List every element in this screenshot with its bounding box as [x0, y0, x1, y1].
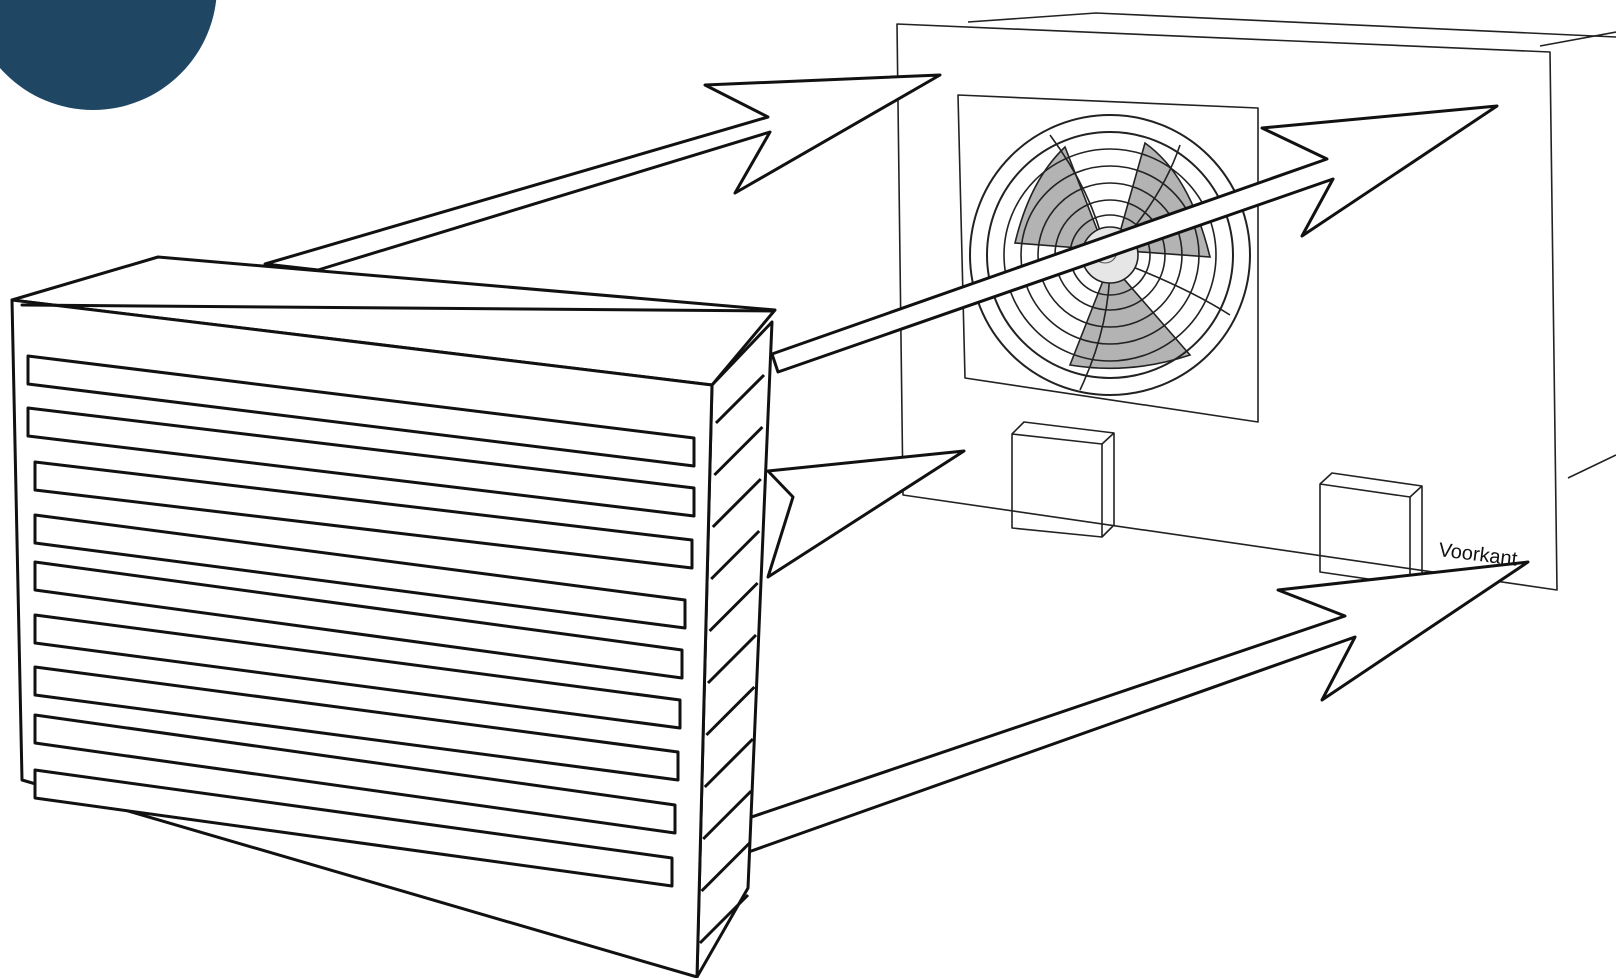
louvre-slat [26, 354, 696, 468]
side-louvre-slat [714, 373, 766, 425]
louvre-slat [33, 560, 684, 680]
louvre-slat [26, 406, 696, 518]
side-louvre-slat [698, 893, 750, 945]
airflow-arrows [263, 73, 1530, 857]
side-louvre-slat [702, 789, 753, 841]
side-louvre-slat [708, 581, 759, 633]
unit-top-right-edge [1539, 31, 1616, 47]
fan-panel [957, 94, 1259, 423]
outdoor-unit-icon [896, 12, 1616, 591]
side-louvre-slat [706, 633, 758, 685]
louvre-slat [33, 768, 674, 888]
fan-blade-bottom [1068, 261, 1192, 370]
side-louvre-slat [703, 737, 754, 789]
louvre-cover-icon [10, 255, 777, 978]
louvre-slats [26, 354, 696, 888]
airflow-arrow-icon [723, 560, 1530, 857]
louvre-slat [33, 665, 680, 782]
side-louvre-slats [698, 373, 766, 945]
front-label: Voorkant [1437, 539, 1518, 571]
louvre-slat [33, 713, 677, 835]
fan-guard-ring [969, 114, 1251, 396]
fan-blade-left [1014, 145, 1107, 251]
side-louvre-slat [710, 529, 761, 581]
side-louvre-slat [713, 425, 764, 477]
fan-guard-ring [986, 131, 1234, 379]
airflow-arrow-icon [770, 104, 1499, 374]
unit-bottom-right-edge [1567, 454, 1616, 479]
service-box-left [1011, 421, 1115, 538]
louvre-slat [33, 460, 694, 570]
airflow-arrow-icon [263, 73, 942, 272]
side-louvre-slat [711, 477, 762, 529]
louvre-slat [33, 613, 682, 730]
fan-guard-ring [1020, 165, 1200, 345]
side-louvre-slat [705, 685, 756, 737]
side-louvre-slat [700, 841, 751, 893]
fan-guard-ring [1037, 182, 1183, 328]
unit-front-panel [896, 23, 1558, 591]
louvre-slat [33, 513, 687, 630]
corner-badge-icon [0, 0, 217, 110]
airflow-arrow-icon [766, 449, 966, 579]
fan-guard-ring [1003, 148, 1217, 362]
unit-top-edge [967, 12, 1616, 38]
